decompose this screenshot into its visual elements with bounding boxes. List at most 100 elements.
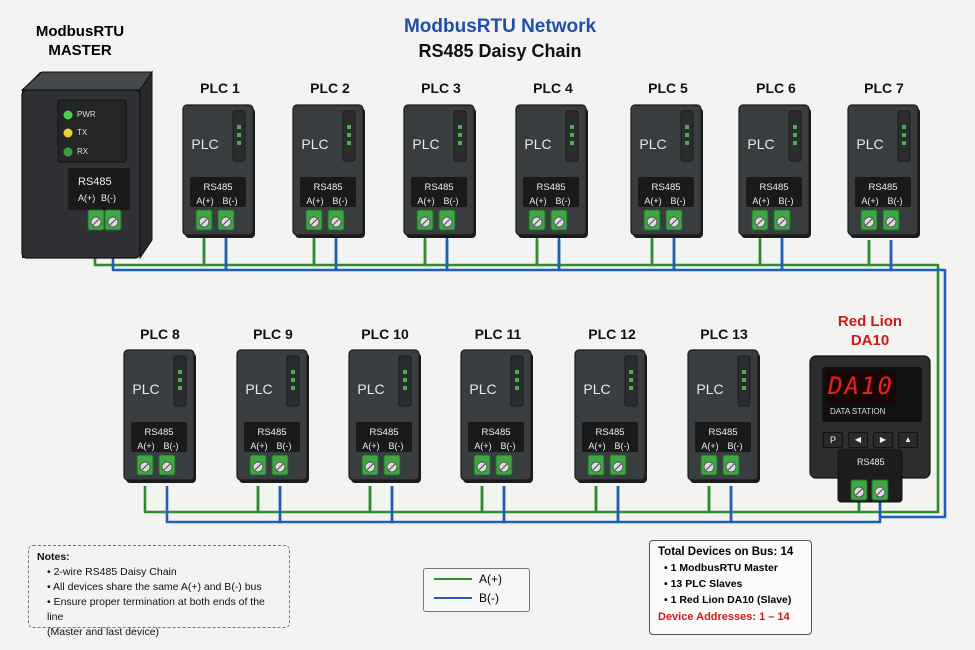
plc-8-b-label: B(-) (164, 441, 179, 451)
notes-item: 2-wire RS485 Daisy Chain (47, 565, 281, 580)
plc-3-body-text: PLC (412, 136, 439, 152)
plc-13-port-panel (695, 422, 751, 452)
plc-2-body-text: PLC (301, 136, 328, 152)
plc-4-terminal-a-screw-slot (533, 218, 541, 226)
redlion-left-button[interactable]: ◀ (848, 432, 868, 448)
plc-6-terminal-a-screw-slot (756, 218, 764, 226)
redlion-display (826, 371, 896, 404)
plc-12-led (629, 378, 633, 382)
plc-8-label: PLC 8 (140, 326, 180, 342)
plc-5-a-label: A(+) (644, 196, 661, 206)
plc-5-label: PLC 5 (648, 80, 688, 96)
plc-1-label: PLC 1 (200, 80, 240, 96)
plc-8-port-label: RS485 (144, 427, 173, 438)
master-led-rx-label: RX (77, 147, 89, 156)
plc-1-led (237, 133, 241, 137)
plc-8-led (178, 378, 182, 382)
plc-9-b-label: B(-) (277, 441, 292, 451)
plc-1-a-label: A(+) (196, 196, 213, 206)
plc-3-a-label: A(+) (417, 196, 434, 206)
notes-box: Notes: 2-wire RS485 Daisy Chain All devi… (28, 545, 290, 638)
plc-2-led (347, 133, 351, 137)
legend-b-label: B(-) (479, 591, 499, 605)
legend-a-label: A(+) (479, 572, 503, 586)
plc-1-terminal-b-screw-slot (222, 218, 230, 226)
plc-3-terminal-b-screw-slot (443, 218, 451, 226)
wire-a-row2-segment (256, 486, 372, 514)
notes-title: Notes: (37, 551, 70, 563)
diagram-title: ModbusRTU Network (403, 16, 597, 37)
redlion-p-button[interactable]: P (823, 432, 843, 448)
wire-b-row2-segment (729, 486, 882, 524)
plc-13-a-label: A(+) (701, 441, 718, 451)
redlion-right-button[interactable]: ▶ (873, 432, 893, 448)
plc-9-terminal-a-screw-slot (254, 463, 262, 471)
totals-addresses: Device Addresses: 1 – 14 (658, 611, 790, 623)
plc-13-led (742, 386, 746, 390)
plc-3-label: PLC 3 (421, 80, 461, 96)
plc-2-led (347, 125, 351, 129)
totals-title: Total Devices on Bus: 14 (658, 546, 794, 558)
master-side (139, 70, 153, 260)
plc-5-b-label: B(-) (671, 196, 686, 206)
plc-9-a-label: A(+) (250, 441, 267, 451)
plc-4-terminal-b-screw-slot (555, 218, 563, 226)
plc-5-body-text: PLC (639, 136, 666, 152)
plc-9-led (291, 378, 295, 382)
plc-6-led (793, 133, 797, 137)
wire-b-row2-segment (165, 486, 282, 524)
plc-10-led (403, 370, 407, 374)
plc-3-led (458, 125, 462, 129)
plc-4-port-panel (523, 177, 579, 207)
plc-8-led (178, 386, 182, 390)
master-tx-led (63, 128, 73, 138)
master-led-tx-label: TX (77, 128, 88, 137)
plc-11-label: PLC 11 (474, 326, 522, 342)
plc-6-a-label: A(+) (752, 196, 769, 206)
plc-12-led (629, 386, 633, 390)
wire-b-row2-segment (390, 486, 506, 524)
wire-b-row2-segment (278, 486, 394, 524)
plc-11-terminal-a-screw-slot (478, 463, 486, 471)
plc-8-led (178, 370, 182, 374)
wire-a-row2-segment (480, 486, 598, 514)
master-terminal-b-screw-slot (109, 218, 117, 226)
plc-11-terminal-b-screw-slot (500, 463, 508, 471)
plc-5-led (685, 125, 689, 129)
plc-7-led (902, 133, 906, 137)
plc-12-terminal-b-screw-slot (614, 463, 622, 471)
plc-2-b-label: B(-) (333, 196, 348, 206)
plc-3-led (458, 141, 462, 145)
plc-1-body-text: PLC (191, 136, 218, 152)
plc-6-b-label: B(-) (779, 196, 794, 206)
plc-4-b-label: B(-) (556, 196, 571, 206)
plc-4-port-label: RS485 (536, 182, 565, 193)
plc-3-terminal-a-screw-slot (421, 218, 429, 226)
plc-1-led (237, 125, 241, 129)
plc-7-port-panel (855, 177, 911, 207)
plc-6-led (793, 141, 797, 145)
plc-10-led (403, 386, 407, 390)
redlion-up-button[interactable]: ▲ (898, 432, 918, 448)
plc-7-a-label: A(+) (861, 196, 878, 206)
plc-13-terminal-a-screw-slot (705, 463, 713, 471)
legend-a-swatch (434, 578, 472, 580)
plc-7-body-text: PLC (856, 136, 883, 152)
plc-1-terminal-a-screw-slot (200, 218, 208, 226)
notes-item: Ensure proper termination at both ends o… (47, 595, 281, 625)
redlion-label-line2: DA10 (850, 332, 890, 349)
plc-9-led (291, 386, 295, 390)
redlion-port-label: RS485 (857, 457, 885, 467)
wire-b-row2-segment (502, 486, 620, 524)
wire-a-row2-segment (143, 486, 260, 514)
plc-7-led (902, 141, 906, 145)
notes-item: All devices share the same A(+) and B(-)… (47, 580, 281, 595)
plc-1-port-label: RS485 (203, 182, 232, 193)
plc-10-label: PLC 10 (361, 326, 409, 342)
master-label-line2: MASTER (48, 42, 112, 59)
plc-2-label: PLC 2 (310, 80, 350, 96)
plc-10-port-label: RS485 (369, 427, 398, 438)
plc-7-b-label: B(-) (888, 196, 903, 206)
plc-3-b-label: B(-) (444, 196, 459, 206)
plc-5-port-label: RS485 (651, 182, 680, 193)
